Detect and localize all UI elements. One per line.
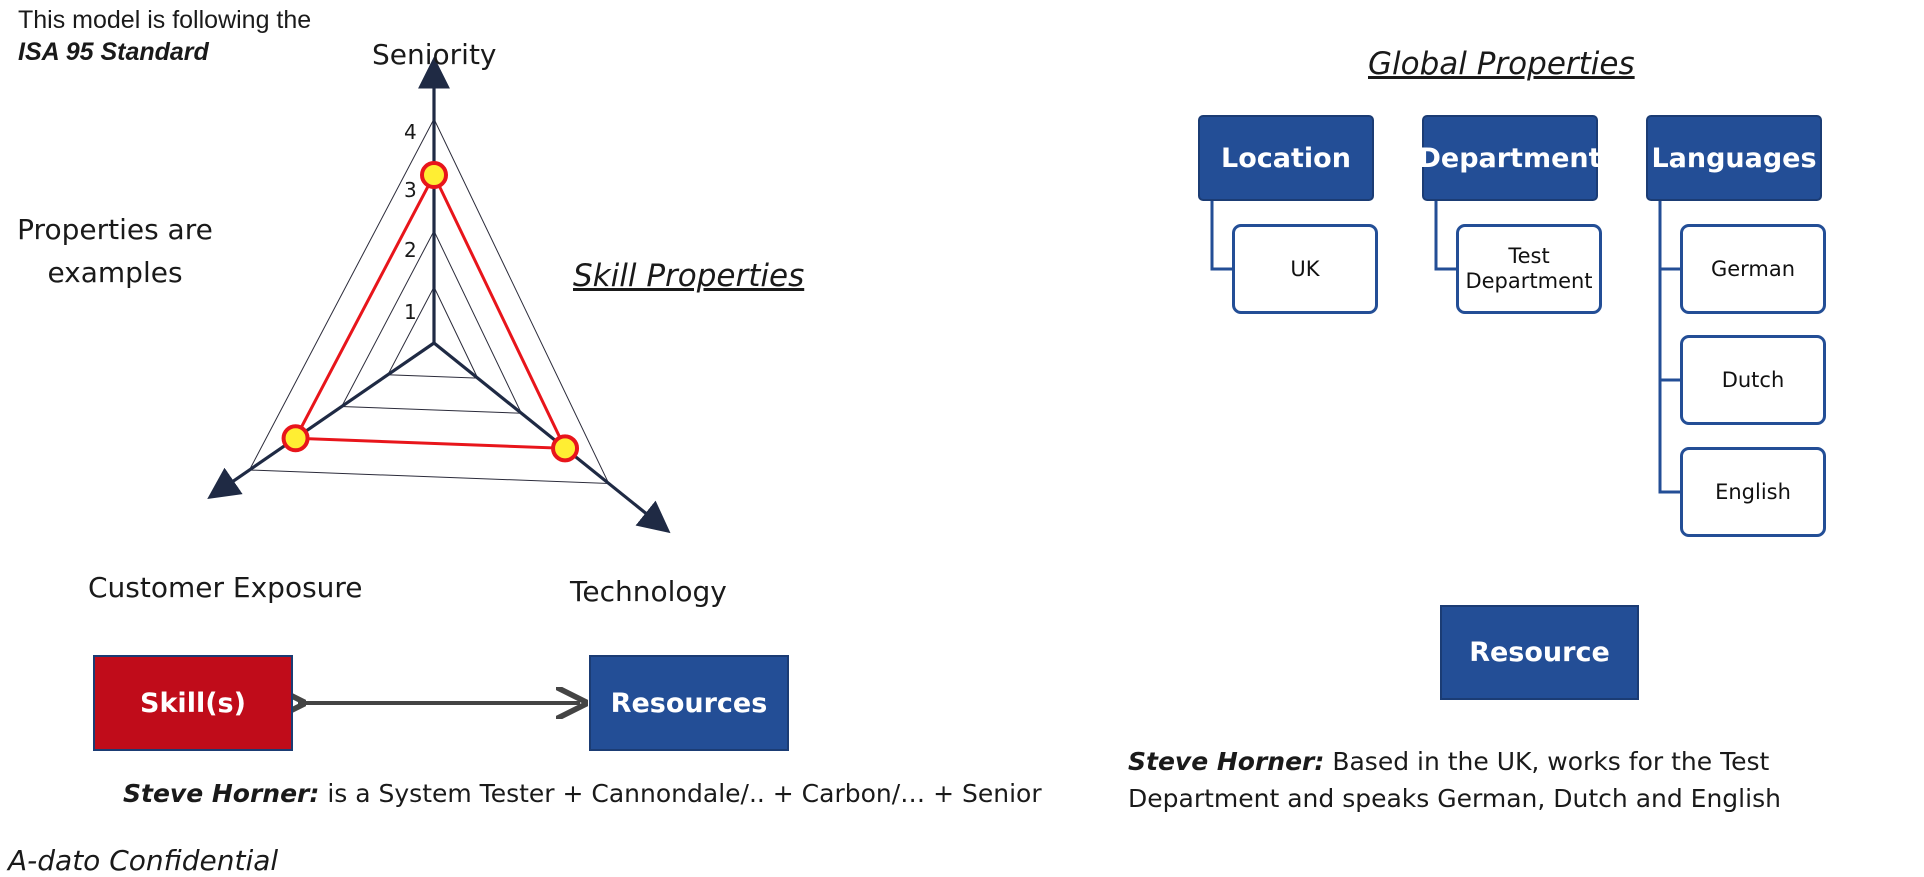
resource-box: Resource — [1440, 605, 1639, 700]
axis-customer-exposure — [207, 341, 435, 500]
confidential-label: A-dato Confidential — [8, 844, 279, 877]
connector-department-test — [1434, 201, 1456, 271]
axis-technology — [432, 341, 671, 534]
item-german: German — [1680, 224, 1826, 314]
marker-technology — [551, 434, 580, 463]
header-languages: Languages — [1646, 115, 1822, 201]
resources-box: Resources — [589, 655, 789, 751]
skills-box: Skill(s) — [93, 655, 293, 751]
global-properties-title: Global Properties — [1368, 46, 1635, 82]
resource-description: Steve Horner: Based in the UK, works for… — [1128, 743, 1924, 817]
connector-languages-dutch — [1658, 269, 1680, 382]
skill-properties-title: Skill Properties — [573, 258, 805, 294]
grid-ring-1 — [387, 285, 479, 379]
axis-label-technology: Technology — [570, 575, 727, 608]
connector-languages-english — [1658, 380, 1680, 494]
tree-connectors — [1210, 201, 1680, 494]
properties-note: Properties are examples — [17, 213, 213, 289]
tick-label-2: 2 — [404, 238, 417, 262]
resource-person-name: Steve Horner: — [1128, 747, 1325, 776]
item-english: English — [1680, 447, 1826, 537]
resource-description-text: Based in the UK, works for the Test Depa… — [1128, 747, 1781, 813]
axis-label-customer-exposure: Customer Exposure — [88, 571, 363, 604]
tick-label-1: 1 — [404, 300, 417, 324]
item-dutch: Dutch — [1680, 335, 1826, 425]
grid-ring-3 — [294, 173, 566, 449]
tick-label-4: 4 — [404, 120, 417, 144]
marker-seniority — [420, 161, 448, 189]
header-location: Location — [1198, 115, 1374, 201]
skill-description: Steve Horner: is a System Tester + Canno… — [123, 775, 1042, 812]
standard-note-line2: ISA 95 Standard — [18, 38, 209, 66]
grid-ring-2 — [340, 229, 523, 414]
grid-ring-4 — [248, 117, 610, 484]
tick-label-3: 3 — [404, 178, 417, 202]
radar-markers — [281, 161, 580, 463]
axis-label-seniority: Seniority — [372, 38, 497, 71]
person-name: Steve Horner: — [123, 779, 320, 808]
item-uk: UK — [1232, 224, 1378, 314]
connector-languages-german — [1658, 201, 1680, 271]
header-department: Department — [1418, 115, 1602, 201]
connector-location-uk — [1210, 201, 1232, 271]
radar-profile — [293, 171, 568, 450]
marker-customer-exposure — [281, 424, 310, 453]
radar-axes — [207, 56, 671, 534]
item-test-department: Test Department — [1456, 224, 1602, 314]
skill-description-text: is a System Tester + Cannondale/.. + Car… — [319, 779, 1042, 808]
skill-profile — [293, 171, 568, 450]
standard-note-line1: This model is following the — [18, 6, 312, 34]
